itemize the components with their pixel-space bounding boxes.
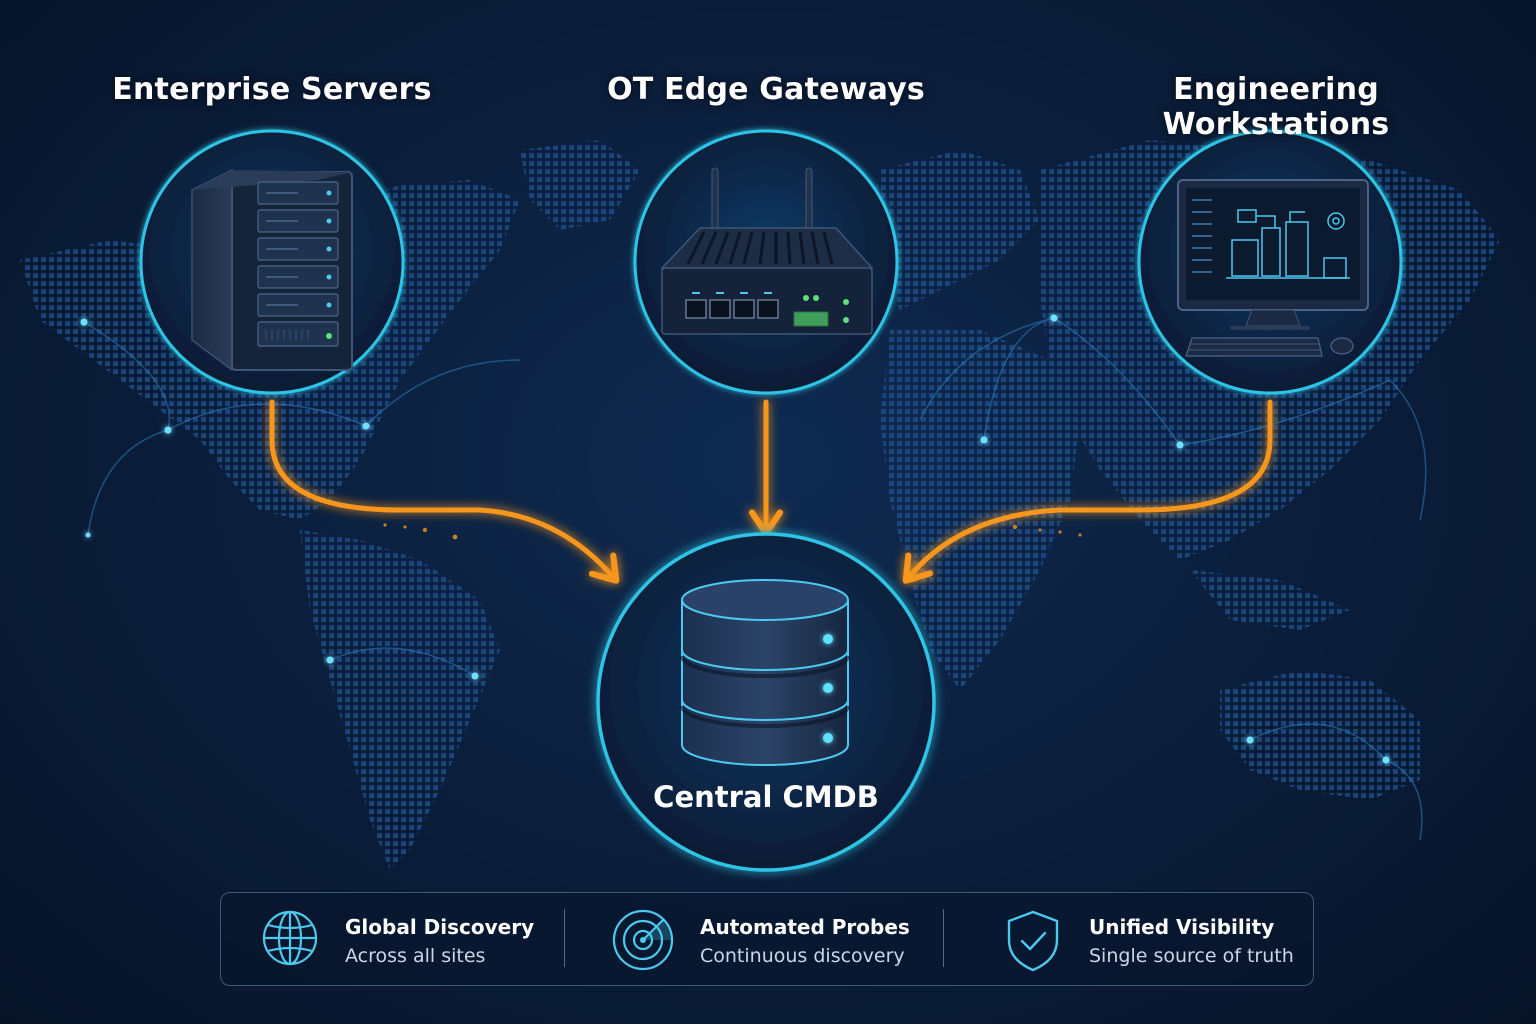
feature-title: Unified Visibility <box>1089 915 1275 939</box>
flow-arrows <box>269 399 1273 584</box>
edge-gateway-icon <box>660 167 874 335</box>
feature-subtitle: Continuous discovery <box>700 945 905 967</box>
database-icon <box>680 579 850 766</box>
feature-automated-probes: Automated Probes Continuous discovery <box>565 893 943 987</box>
network-arcs <box>83 317 1427 841</box>
node-engineering-workstations <box>1137 129 1403 395</box>
feature-divider <box>943 909 944 967</box>
arrow-servers-to-cmdb <box>269 399 620 584</box>
globe-icon <box>262 910 318 966</box>
title-ot-edge-gateways: OT Edge Gateways <box>607 72 925 107</box>
node-enterprise-servers <box>139 129 405 395</box>
feature-title: Global Discovery <box>345 915 535 939</box>
workstation-icon <box>1177 179 1369 357</box>
title-enterprise-servers: Enterprise Servers <box>112 72 432 107</box>
title-central-cmdb: Central CMDB <box>653 780 879 814</box>
radar-icon <box>612 909 674 971</box>
feature-subtitle: Single source of truth <box>1089 945 1294 967</box>
feature-subtitle: Across all sites <box>345 945 486 967</box>
feature-bar: Global Discovery Across all sites Automa… <box>220 892 1314 986</box>
shield-check-icon <box>1007 910 1059 972</box>
network-nodes <box>80 314 1390 764</box>
node-central-cmdb <box>596 532 936 872</box>
signal-sparks <box>383 523 1082 540</box>
feature-title: Automated Probes <box>700 915 910 939</box>
server-rack-icon <box>191 168 353 372</box>
title-engineering-workstations: Engineering Workstations <box>1162 72 1390 142</box>
feature-unified-visibility: Unified Visibility Single source of trut… <box>945 893 1313 987</box>
feature-global-discovery: Global Discovery Across all sites <box>221 893 561 987</box>
arrow-workstations-to-cmdb <box>902 399 1273 584</box>
feature-divider <box>564 909 565 967</box>
node-ot-edge-gateways <box>633 129 899 395</box>
